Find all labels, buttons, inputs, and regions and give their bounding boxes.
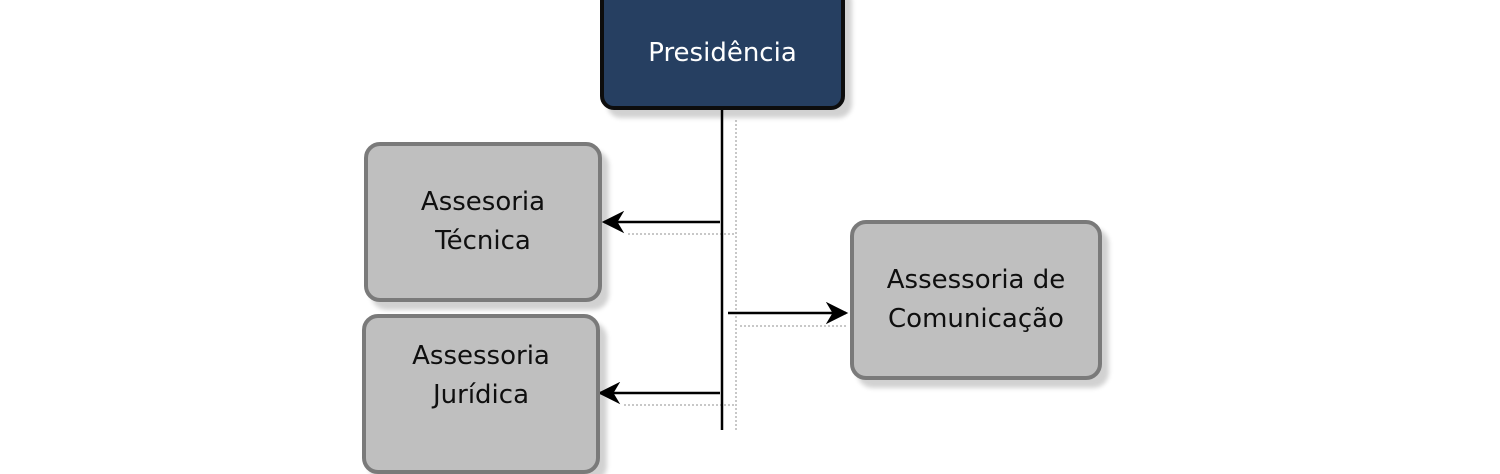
presidencia-label: Presidência [648, 37, 797, 68]
assessoria-comunicacao-label: Assessoria de Comunicação [886, 265, 1066, 334]
assessoria-comunicacao-node: Assessoria de Comunicação [850, 220, 1102, 380]
assessoria-juridica-node: Assessoria Jurídica [362, 314, 600, 474]
assessoria-tecnica-node: Assesoria Técnica [364, 142, 602, 302]
assessoria-juridica-label: Assessoria Jurídica [412, 341, 550, 410]
presidencia-node: Presidência [600, 0, 845, 110]
connectors [597, 108, 849, 430]
assessoria-tecnica-label: Assesoria Técnica [420, 187, 546, 256]
